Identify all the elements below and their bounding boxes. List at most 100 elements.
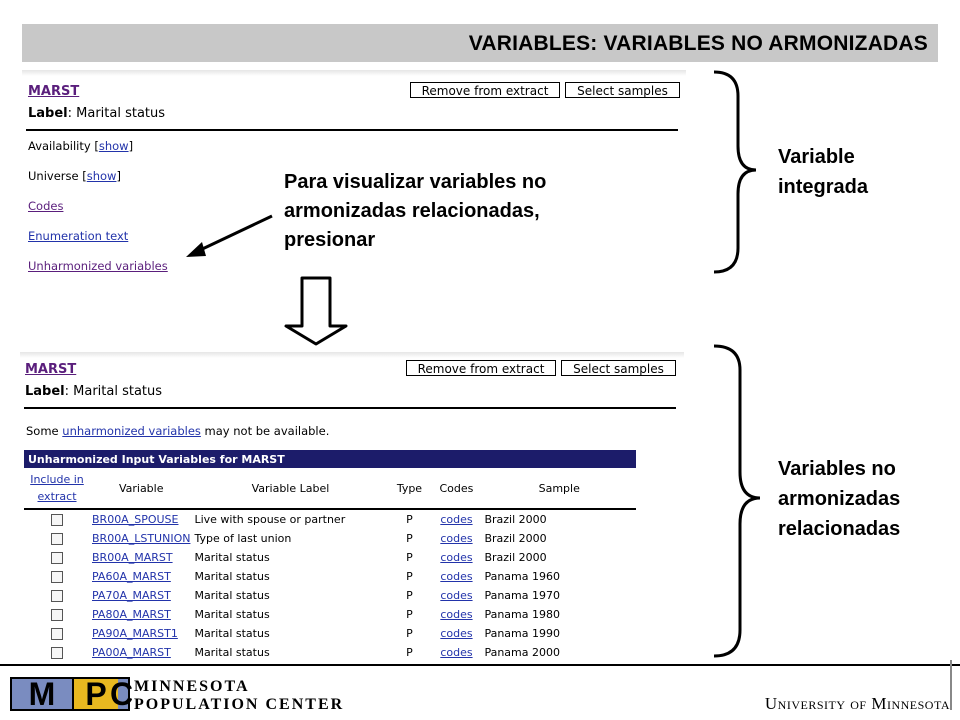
codes-cell: codes (430, 509, 482, 529)
table-row: PA80A_MARST Marital status P codes Panam… (24, 605, 636, 624)
variable-link[interactable]: BR00A_MARST (92, 551, 173, 564)
brace-label-line: Variable (778, 146, 855, 168)
enumeration-text-link[interactable]: Enumeration text (28, 229, 129, 243)
universe-show-link[interactable]: show (86, 169, 117, 183)
label-key: Label (25, 384, 65, 399)
include-cell (24, 586, 90, 605)
codes-link[interactable]: codes (440, 570, 473, 583)
sample-cell: Brazil 2000 (484, 513, 547, 526)
table-caption: Unharmonized Input Variables for MARST (24, 450, 636, 468)
type-cell: P (406, 627, 413, 640)
codes-cell: codes (430, 548, 482, 567)
type-cell: P (406, 608, 413, 621)
variable-link[interactable]: BR00A_LSTUNION (92, 532, 191, 545)
notice-prefix: Some (26, 424, 63, 438)
sample-cell: Brazil 2000 (484, 532, 547, 545)
variable-link[interactable]: PA80A_MARST (92, 608, 171, 621)
callout-text: Para visualizar variables no armonizadas… (284, 171, 547, 251)
variable-label: Label: Marital status (25, 384, 162, 399)
codes-cell: codes (430, 605, 482, 624)
label-cell: Marital status (194, 627, 270, 640)
table-row: BR00A_MARST Marital status P codes Brazi… (24, 548, 636, 567)
variable-name-link[interactable]: MARST (25, 362, 77, 377)
codes-link[interactable]: codes (440, 532, 473, 545)
panel-shade (22, 70, 686, 76)
codes-link[interactable]: codes (440, 589, 473, 602)
include-cell (24, 567, 90, 586)
label-cell: Marital status (194, 608, 270, 621)
brace-label-line: armonizadas (778, 488, 901, 510)
notice-text: Some unharmonized variables may not be a… (26, 424, 329, 438)
variable-link[interactable]: BR00A_SPOUSE (92, 513, 179, 526)
label-cell: Live with spouse or partner (194, 513, 346, 526)
table-row: PA60A_MARST Marital status P codes Panam… (24, 567, 636, 586)
sample-cell: Brazil 2000 (484, 551, 547, 564)
university-name: University of Minnesota (764, 694, 950, 713)
variable-cell: PA70A_MARST (90, 586, 192, 605)
codes-link[interactable]: codes (440, 551, 473, 564)
availability-row: Availability [show] (28, 139, 134, 153)
variable-link[interactable]: PA60A_MARST (92, 570, 171, 583)
include-checkbox[interactable] (51, 514, 63, 526)
variable-cell: BR00A_SPOUSE (90, 509, 192, 529)
select-samples-button[interactable]: Select samples (565, 82, 680, 98)
type-cell: P (406, 570, 413, 583)
codes-link[interactable]: codes (440, 646, 473, 659)
include-cell (24, 509, 90, 529)
include-checkbox[interactable] (51, 590, 63, 602)
table-header-row: Include in extract Variable Variable Lab… (24, 468, 636, 510)
slide-title-bar: VARIABLES: VARIABLES NO ARMONIZADAS (22, 24, 938, 62)
codes-link[interactable]: codes (440, 513, 473, 526)
integrated-variable-label: Variable integrada (778, 142, 868, 202)
sample-cell: Panama 1960 (484, 570, 560, 583)
variable-cell: BR00A_LSTUNION (90, 529, 192, 548)
table-row: PA90A_MARST1 Marital status P codes Pana… (24, 624, 636, 643)
table-row: BR00A_LSTUNION Type of last union P code… (24, 529, 636, 548)
label-key: Label (28, 106, 68, 121)
brace-label-line: relacionadas (778, 518, 901, 540)
codes-link[interactable]: Codes (28, 199, 64, 213)
slide-title: VARIABLES: VARIABLES NO ARMONIZADAS (468, 32, 928, 55)
type-cell: P (406, 551, 413, 564)
codes-cell: codes (430, 586, 482, 605)
codes-link[interactable]: codes (440, 608, 473, 621)
availability-show-link[interactable]: show (98, 139, 129, 153)
codes-link[interactable]: codes (440, 627, 473, 640)
variable-link[interactable]: PA00A_MARST (92, 646, 171, 659)
type-cell: P (406, 532, 413, 545)
availability-label: Availability (28, 139, 91, 153)
unharmonized-related-label: Variables no armonizadas relacionadas (778, 454, 900, 544)
notice-unharmonized-link[interactable]: unharmonized variables (62, 424, 201, 438)
unharmonized-variables-table: Unharmonized Input Variables for MARST I… (24, 450, 636, 662)
include-checkbox[interactable] (51, 533, 63, 545)
mpc-name-line2: POPULATION CENTER (134, 696, 345, 713)
remove-from-extract-button[interactable]: Remove from extract (410, 82, 560, 98)
variable-link[interactable]: PA90A_MARST1 (92, 627, 178, 640)
include-cell (24, 624, 90, 643)
integrated-variable-panel: MARST Remove from extract Select samples… (22, 70, 686, 282)
variable-cell: PA80A_MARST (90, 605, 192, 624)
include-checkbox[interactable] (51, 647, 63, 659)
include-checkbox[interactable] (51, 628, 63, 640)
label-cell: Marital status (194, 646, 270, 659)
include-checkbox[interactable] (51, 609, 63, 621)
table-row: BR00A_SPOUSE Live with spouse or partner… (24, 509, 636, 529)
variable-link[interactable]: PA70A_MARST (92, 589, 171, 602)
select-samples-button[interactable]: Select samples (561, 360, 676, 376)
type-cell: P (406, 513, 413, 526)
header-codes: Codes (430, 468, 483, 510)
variable-name-link[interactable]: MARST (28, 84, 80, 99)
header-include-in-extract[interactable]: Include in extract (24, 468, 90, 510)
universe-row: Universe [show] (28, 169, 121, 183)
header-type: Type (388, 468, 431, 510)
remove-from-extract-button[interactable]: Remove from extract (406, 360, 556, 376)
header-variable: Variable (90, 468, 193, 510)
variable-label: Label: Marital status (28, 106, 165, 121)
label-value: : Marital status (64, 384, 163, 399)
panel-shade (20, 352, 684, 358)
brace-label-line: Variables no (778, 458, 896, 480)
include-checkbox[interactable] (51, 552, 63, 564)
mpc-logo-m: M (10, 677, 74, 711)
unharmonized-variables-link[interactable]: Unharmonized variables (28, 259, 168, 273)
include-checkbox[interactable] (51, 571, 63, 583)
